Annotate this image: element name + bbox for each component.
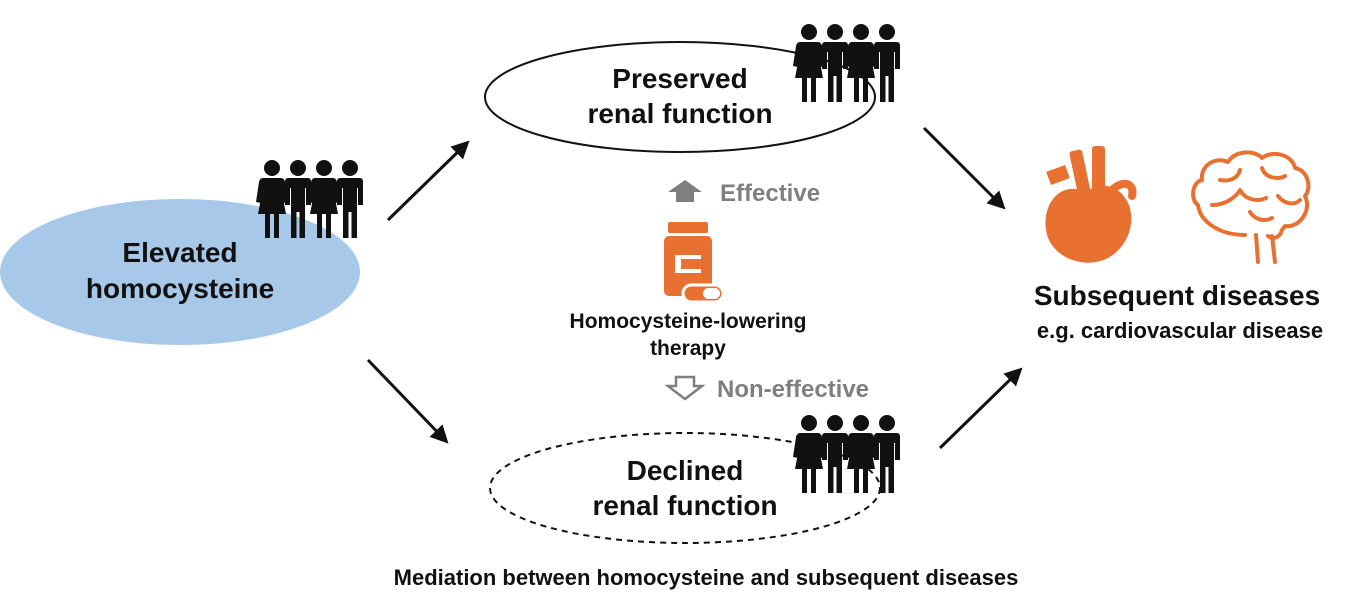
declined-label-line1: Declined xyxy=(627,455,744,486)
effective-label: Effective xyxy=(720,180,820,207)
elevated-homocysteine-node xyxy=(0,199,360,345)
brain-icon xyxy=(1191,150,1311,264)
preserved-label-line2: renal function xyxy=(587,98,772,129)
arrow-up-icon xyxy=(668,180,702,202)
arrow-declined-to-diseases xyxy=(938,367,1023,450)
people-group-icon xyxy=(793,24,900,102)
pill-bottle-icon xyxy=(664,222,712,296)
arrow-elevated-to-preserved xyxy=(386,140,470,222)
arrow-preserved-to-diseases xyxy=(922,126,1006,210)
heart-icon xyxy=(1045,146,1137,263)
arrow-down-icon xyxy=(664,375,706,401)
pill-capsule-icon xyxy=(681,283,725,304)
diseases-title: Subsequent diseases xyxy=(1034,280,1320,311)
elevated-label-line2: homocysteine xyxy=(86,273,274,304)
diagram-caption: Mediation between homocysteine and subse… xyxy=(394,565,1019,590)
noneffective-label: Non-effective xyxy=(717,376,869,403)
therapy-label-line1: Homocysteine-lowering xyxy=(570,310,807,333)
declined-label-line2: renal function xyxy=(592,490,777,521)
elevated-label-line1: Elevated xyxy=(122,237,237,268)
arrow-elevated-to-declined xyxy=(366,358,449,444)
preserved-renal-node xyxy=(484,41,876,153)
therapy-label-line2: therapy xyxy=(650,337,726,360)
people-group-icon xyxy=(793,415,900,493)
preserved-label-line1: Preserved xyxy=(612,63,747,94)
diseases-subtitle: e.g. cardiovascular disease xyxy=(1037,318,1323,343)
